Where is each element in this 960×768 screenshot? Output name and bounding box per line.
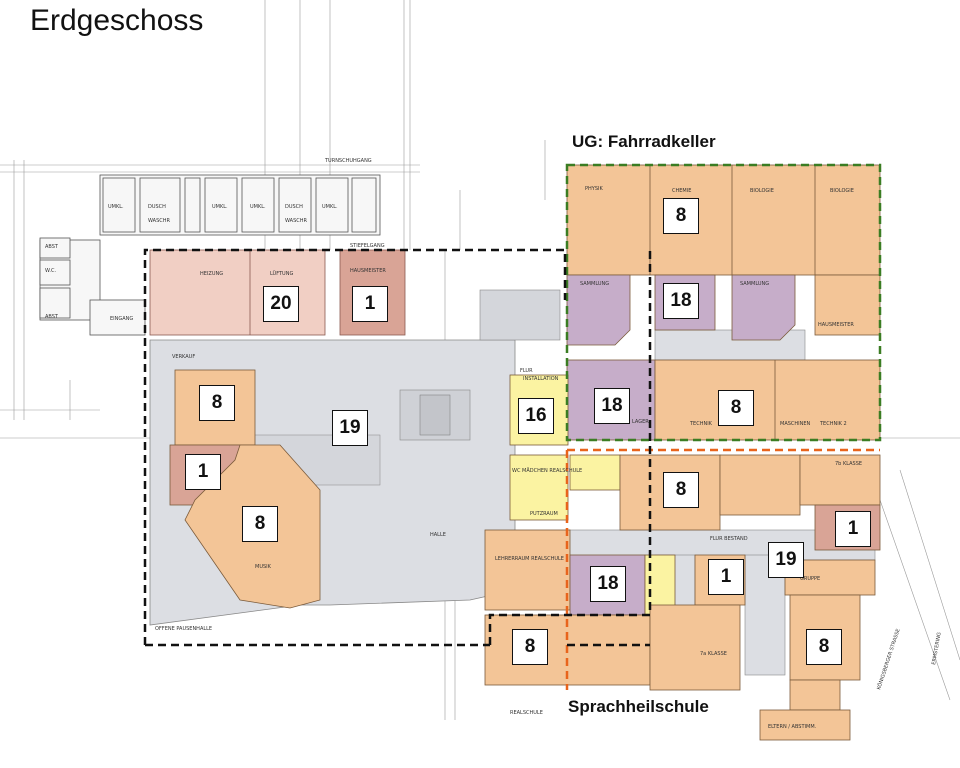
room-number-marker: 16 (518, 398, 554, 434)
label-wc: W.C. (45, 268, 56, 274)
label-offene-pausenhalle: OFFENE PAUSENHALLE (155, 626, 212, 632)
zone-borders (143, 163, 882, 690)
label-flur-bestand: FLUR BESTAND (710, 536, 748, 542)
label-physik: PHYSIK (585, 186, 603, 192)
room-number-marker: 8 (512, 629, 548, 665)
label-realschule: REALSCHULE (510, 710, 543, 716)
label-sammlung-2: SAMMLUNG (740, 281, 769, 287)
room-number-marker: 1 (708, 559, 744, 595)
label-dusch-2: DUSCH (285, 204, 303, 210)
label-verkauf: VERKAUF (172, 354, 195, 360)
label-turnschuhgang: TURNSCHUHGANG (324, 158, 372, 164)
room-number-marker: 8 (718, 390, 754, 426)
label-hausmeister-2: HAUSMEISTER (818, 322, 854, 328)
room-number-marker: 8 (806, 629, 842, 665)
room-number-marker: 20 (263, 286, 299, 322)
page-title: Erdgeschoss (30, 4, 204, 37)
label-gruppe: GRUPPE (800, 576, 820, 582)
label-maschinen: MASCHINEN (780, 421, 811, 427)
label-eltern: ELTERN / ABSTIMM. (768, 724, 817, 730)
label-sammlung-1: SAMMLUNG (580, 281, 609, 287)
label-waschr-1: WASCHR (148, 218, 171, 224)
label-technik: TECHNIK (689, 421, 713, 427)
room-number-marker: 8 (663, 472, 699, 508)
label-stiefelgang: STIEFELGANG (350, 243, 385, 249)
label-klasse-1: 7a KLASSE (700, 651, 727, 657)
label-hausmeister-1: HAUSMEISTER (350, 268, 386, 274)
room-labels: HEIZUNG LÜFTUNG HAUSMEISTER PHYSIK CHEMI… (45, 158, 943, 730)
room-number-marker: 18 (594, 388, 630, 424)
label-ermstering: ERMSTERING (931, 632, 943, 666)
label-abst-2: ABST (45, 314, 59, 320)
label-konigsberger: KÖNIGSBERGER STRASSE (875, 628, 901, 691)
label-lueftung: LÜFTUNG (270, 270, 293, 277)
room-number-marker: 8 (242, 506, 278, 542)
room-number-marker: 8 (199, 385, 235, 421)
room-number-marker: 19 (332, 410, 368, 446)
changing-rooms (39, 174, 381, 336)
label-biologie-1: BIOLOGIE (750, 188, 774, 194)
label-umkl-4: UMKL. (322, 204, 338, 210)
zone-label-ug-fahrradkeller: UG: Fahrradkeller (572, 132, 716, 151)
label-eingang: EINGANG (110, 316, 133, 322)
zone-label-sprachheilschule: Sprachheilschule (568, 697, 709, 716)
room-number-marker: 1 (352, 286, 388, 322)
label-biologie-2: BIOLOGIE (830, 188, 854, 194)
label-waschr-2: WASCHR (285, 218, 308, 224)
label-umkl-2: UMKL. (212, 204, 228, 210)
room-number-marker: 19 (768, 542, 804, 578)
room-number-marker: 1 (835, 511, 871, 547)
label-wc-maedchen: WC MÄDCHEN REALSCHULE (512, 467, 582, 474)
label-abst-1: ABST (45, 244, 59, 250)
label-flur: FLUR (520, 368, 533, 374)
label-putzraum: PUTZRAUM (530, 511, 558, 517)
label-lehrer: LEHRERRAUM REALSCHULE (495, 556, 564, 562)
room-number-marker: 18 (590, 566, 626, 602)
label-chemie: CHEMIE (672, 188, 691, 194)
room-number-marker: 18 (663, 283, 699, 319)
label-dusch-1: DUSCH (148, 204, 166, 210)
room-number-marker: 1 (185, 454, 221, 490)
label-musik: MUSIK (255, 564, 272, 570)
label-technik-2: TECHNIK 2 (819, 421, 847, 427)
label-halle: HALLE (430, 532, 446, 538)
room-number-marker: 8 (663, 198, 699, 234)
label-umkl-1: UMKL. (108, 204, 124, 210)
label-heizung: HEIZUNG (200, 271, 223, 277)
label-klasse-2: 7b KLASSE (835, 461, 862, 467)
label-lager: LAGER (632, 419, 649, 425)
label-installation: INSTALLATION (523, 376, 559, 382)
label-umkl-3: UMKL. (250, 204, 266, 210)
